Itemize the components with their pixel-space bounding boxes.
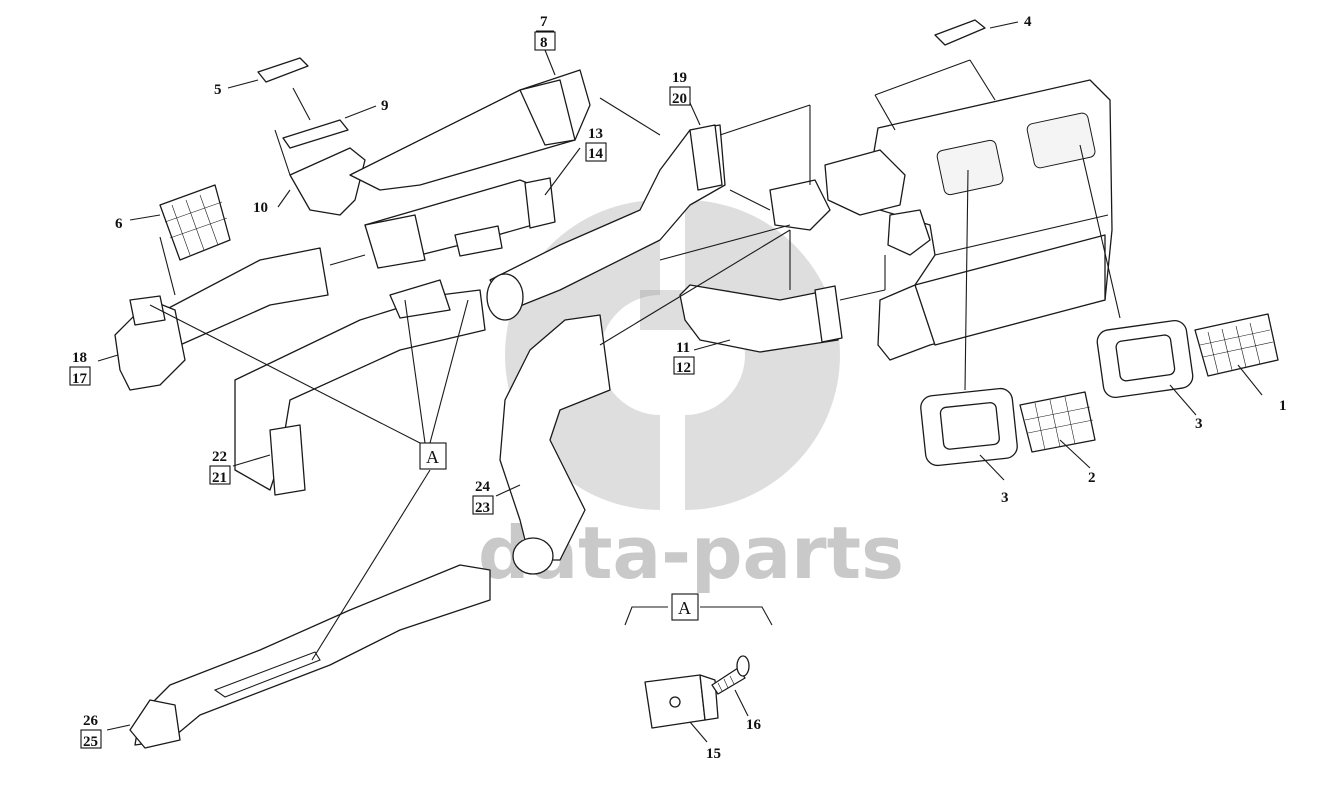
callout-17: 17 (72, 371, 88, 387)
callout-6: 6 (115, 216, 123, 232)
callout-22: 22 (212, 449, 227, 465)
callout-2: 2 (1088, 470, 1096, 486)
callout-12: 12 (676, 360, 691, 376)
detail-a-marker: A (419, 442, 447, 470)
callout-3-left: 3 (1001, 490, 1009, 506)
callout-20: 20 (672, 91, 687, 107)
callout-24: 24 (475, 479, 491, 495)
callout-10: 10 (253, 200, 268, 216)
floor-duct-25-26 (129, 564, 491, 749)
callout-labels: 1 2 3 3 4 5 6 7 8 9 10 11 12 13 14 15 16… (69, 14, 1287, 762)
defroster-nozzle (289, 69, 591, 216)
screw-16 (711, 655, 750, 695)
callout-26: 26 (83, 713, 99, 729)
small-nozzle-4 (934, 19, 986, 46)
callout-11: 11 (676, 340, 690, 356)
small-nozzle-5 (257, 57, 309, 83)
svg-text:A: A (678, 598, 691, 618)
callout-9: 9 (381, 98, 389, 114)
callout-13: 13 (588, 126, 603, 142)
vent-bezel-right (1096, 319, 1194, 399)
small-nozzle-9 (282, 119, 349, 149)
dashboard-panel (769, 79, 1113, 361)
callout-14: 14 (588, 146, 604, 162)
callout-19: 19 (672, 70, 687, 86)
detail-a-title: A (671, 593, 699, 621)
vent-grille-left (1019, 391, 1096, 453)
leader-lines (97, 21, 1263, 743)
vent-bezel-left (920, 387, 1018, 467)
callout-21: 21 (212, 470, 227, 486)
long-duct-19-20 (486, 124, 726, 321)
side-duct-11-12 (679, 284, 843, 353)
callout-18: 18 (72, 350, 87, 366)
callout-23: 23 (475, 500, 490, 516)
callout-4: 4 (1024, 14, 1032, 30)
center-duct-upper (364, 177, 556, 269)
vent-grille-right (1194, 313, 1279, 377)
svg-text:A: A (426, 447, 439, 467)
side-vent-6 (159, 184, 231, 261)
floor-duct-21-22 (234, 279, 486, 496)
callout-16: 16 (746, 717, 762, 733)
clip-15 (644, 674, 719, 729)
callout-8: 8 (540, 35, 548, 51)
left-duct-17-18 (114, 247, 329, 391)
callout-25: 25 (83, 734, 98, 750)
callout-7: 7 (540, 14, 548, 30)
lower-duct-23-24 (499, 314, 611, 575)
callout-15: 15 (706, 746, 721, 762)
callout-3-right: 3 (1195, 416, 1203, 432)
callout-1: 1 (1279, 398, 1287, 414)
callout-5: 5 (214, 82, 222, 98)
